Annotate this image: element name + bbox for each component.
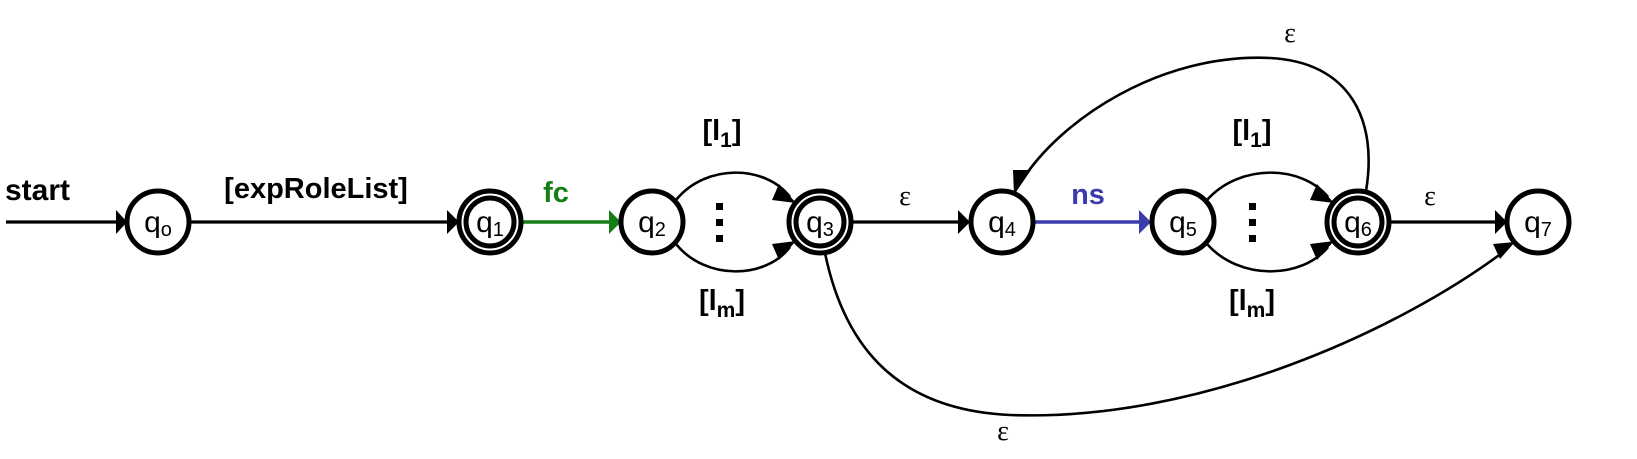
state-q0-label: qo (144, 206, 172, 241)
ellipsis-dot (716, 235, 723, 242)
edge-q6-q4-arrowhead (1013, 170, 1031, 195)
start-arrowhead (116, 210, 127, 234)
state-q6-circle-inner (1331, 195, 1385, 249)
edge-q5-q6-top-curve (1206, 171, 1330, 201)
ellipsis-dot (1249, 203, 1256, 210)
state-q1[interactable]: q1 (456, 188, 524, 256)
edge-q2-to-q3-bottom (674, 241, 796, 273)
state-q4-circle[interactable] (968, 188, 1036, 256)
state-q7[interactable]: q7 (1504, 188, 1572, 256)
edge-q2-to-q3-top (674, 171, 796, 203)
ellipsis-dot (716, 203, 723, 210)
edge-q2-q3-top-arrowhead (772, 184, 796, 203)
state-q5[interactable]: q5 (1149, 188, 1217, 256)
state-q7-label: q7 (1524, 206, 1552, 241)
edge-q3-q4-arrowhead (958, 210, 970, 234)
state-q1-label: q1 (476, 206, 504, 241)
edge-q3-q7-arrowhead (1493, 242, 1515, 259)
edge-q6-to-q7 (1389, 210, 1507, 234)
edge-q0-q1-arrowhead (447, 210, 459, 234)
state-q4-label: q4 (988, 206, 1016, 241)
state-q4[interactable]: q4 (968, 188, 1036, 256)
edge-q3-q7-curve (823, 248, 1507, 417)
edge-q5-q6-top-arrowhead (1310, 184, 1334, 203)
ellipsis-q5-q6 (1249, 203, 1256, 242)
edge-q3-to-q7-epsilon-arc (823, 242, 1515, 417)
edge-q4-q5-arrowhead (1139, 210, 1151, 234)
edge-q3-to-q4 (851, 210, 970, 234)
state-q2-label: q2 (638, 206, 666, 241)
edge-q2-q3-bottom-arrowhead (772, 241, 796, 260)
ellipsis-dot (1249, 235, 1256, 242)
edge-label-ns: ns (1071, 179, 1105, 211)
edge-q5-to-q6-bottom (1206, 241, 1334, 273)
edge-label-epsilon-q6-q4: ε (1284, 18, 1296, 49)
state-q7-circle[interactable] (1504, 188, 1572, 256)
edge-q2-q3-bottom-curve (674, 243, 792, 273)
state-q2-circle[interactable] (618, 188, 686, 256)
state-q3[interactable]: q3 (786, 188, 854, 256)
state-q3-circle-inner (793, 195, 847, 249)
edge-label-l1-right: [l1] (1232, 115, 1271, 152)
edge-label-lm-right: [lm] (1229, 285, 1275, 322)
edge-q5-to-q6-top (1206, 171, 1334, 203)
start-label: start (5, 174, 70, 207)
state-q5-label: q5 (1169, 206, 1197, 241)
edge-q6-to-q4-epsilon-arc (1013, 56, 1370, 195)
state-q2[interactable]: q2 (618, 188, 686, 256)
edge-label-lm-left: [lm] (699, 285, 745, 322)
edge-label-epsilon-q3-q4: ε (899, 181, 911, 212)
edge-q6-q4-curve (1019, 56, 1370, 192)
state-q0[interactable]: qo (124, 188, 192, 256)
state-q5-circle[interactable] (1149, 188, 1217, 256)
edge-q1-to-q2 (521, 210, 621, 234)
edge-q6-q7-arrowhead (1495, 210, 1507, 234)
ellipsis-dot (1249, 219, 1256, 226)
state-q0-circle[interactable] (124, 188, 192, 256)
edge-q2-q3-top-curve (674, 171, 792, 201)
edge-label-epsilon-q6-q7: ε (1424, 181, 1436, 212)
edge-q1-q2-arrowhead (609, 210, 621, 234)
edge-q4-to-q5 (1033, 210, 1151, 234)
edge-q5-q6-bottom-arrowhead (1310, 241, 1334, 260)
state-q1-circle-inner (463, 195, 517, 249)
edge-label-exp-role-list: [expRoleList] (224, 173, 408, 205)
state-q6-label: q6 (1344, 206, 1372, 241)
ellipsis-q2-q3 (716, 203, 723, 242)
edge-q0-to-q1 (189, 210, 459, 234)
state-q6[interactable]: q6 (1324, 188, 1392, 256)
edge-label-fc: fc (543, 177, 569, 209)
edge-label-l1-left: [l1] (702, 115, 741, 152)
state-q3-label: q3 (806, 206, 834, 241)
ellipsis-dot (716, 219, 723, 226)
edge-label-epsilon-q3-q7: ε (997, 416, 1009, 447)
edge-start-to-q0 (6, 210, 127, 234)
edge-q5-q6-bottom-curve (1206, 243, 1330, 273)
